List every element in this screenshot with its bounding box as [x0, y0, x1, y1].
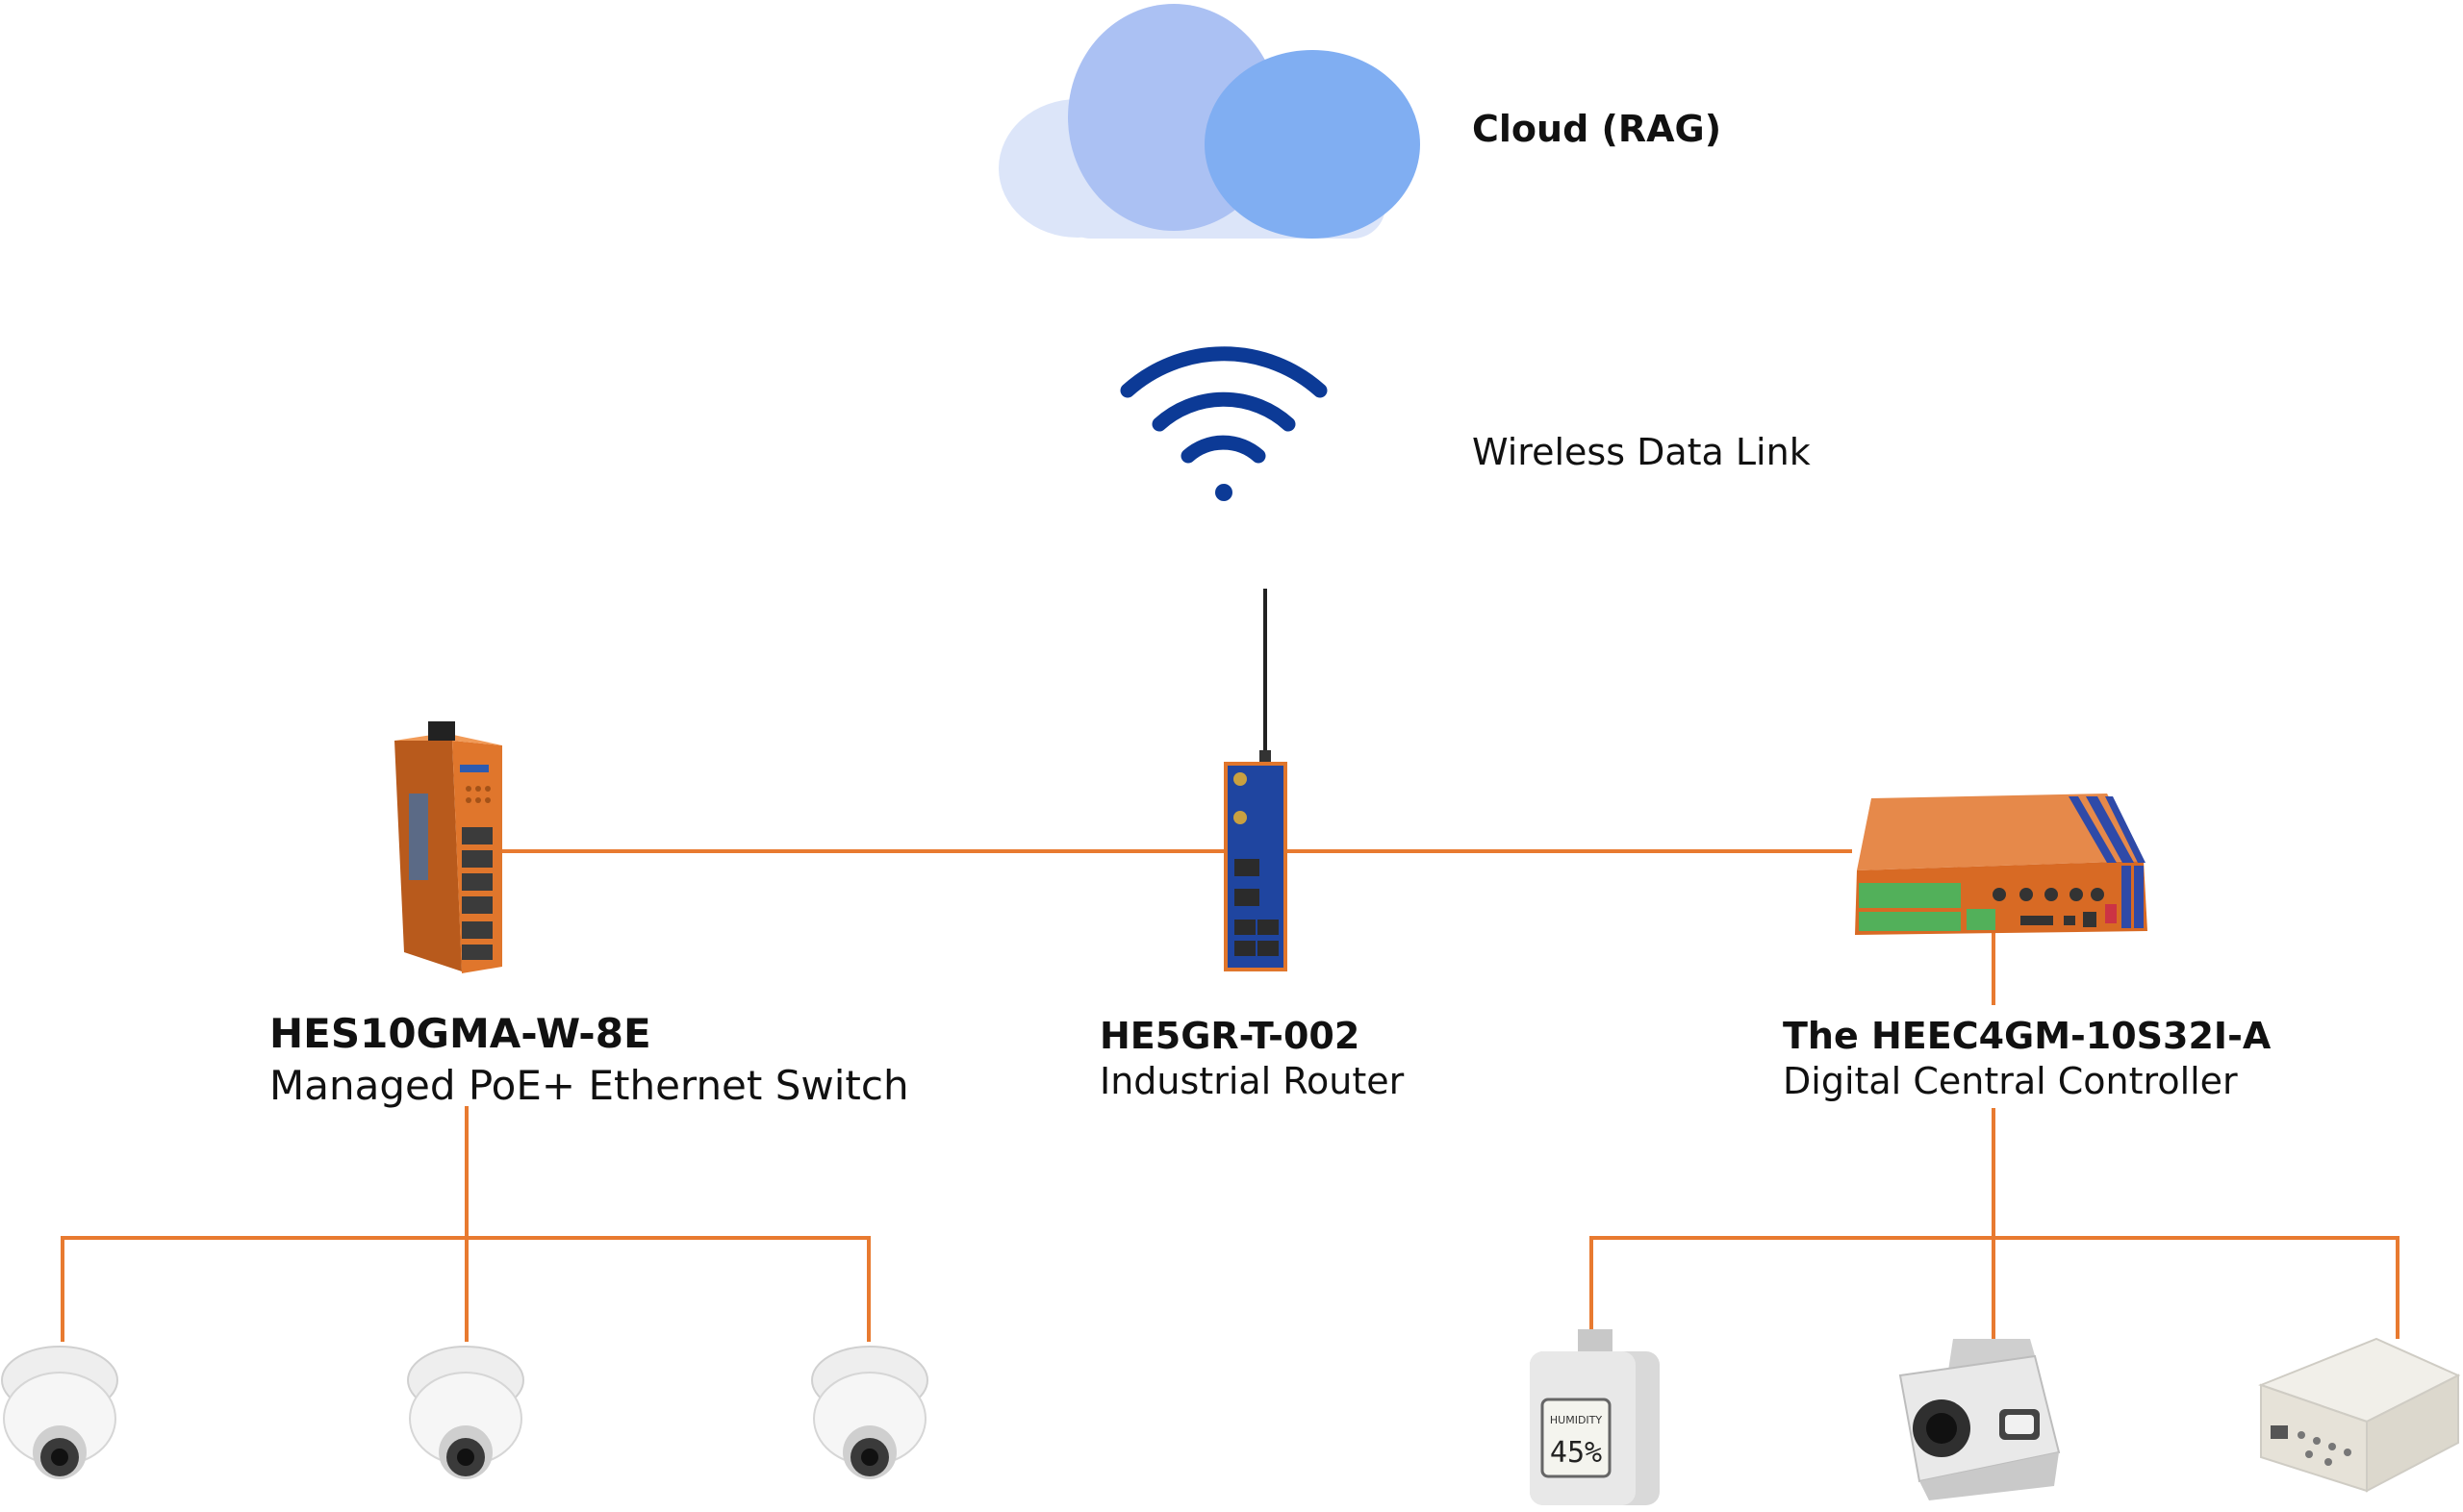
io-module-device: [2258, 1337, 2461, 1493]
dome-camera-2: [407, 1346, 524, 1479]
dome-camera-1: [1, 1346, 118, 1479]
switch-description: Managed PoE+ Ethernet Switch: [269, 1062, 909, 1109]
connection-lines: [61, 849, 2400, 1342]
controller-description: Digital Central Controller: [1783, 1060, 2238, 1102]
humidity-sensor-reading: 45%: [1550, 1436, 1602, 1470]
humidity-sensor-device: HUMIDITY 45%: [1530, 1329, 1660, 1505]
controller-device: [1855, 794, 2147, 935]
router-model-name: HE5GR-T-002: [1100, 1015, 1360, 1057]
cloud-label: Cloud (RAG): [1472, 108, 1722, 150]
poe-switch-device: [394, 721, 502, 973]
router-device: [1224, 589, 1287, 971]
switch-model-name: HES10GMA-W-8E: [269, 1010, 651, 1057]
router-description: Industrial Router: [1100, 1060, 1405, 1102]
thermal-camera-device: [1898, 1339, 2061, 1500]
cloud-icon: [999, 4, 1420, 239]
controller-model-name: The HEEC4GM-10S32I-A: [1783, 1015, 2272, 1057]
wireless-link-label: Wireless Data Link: [1472, 431, 1811, 473]
wifi-icon: [1120, 346, 1328, 501]
humidity-sensor-title: HUMIDITY: [1550, 1414, 1602, 1426]
dome-camera-3: [811, 1346, 928, 1479]
